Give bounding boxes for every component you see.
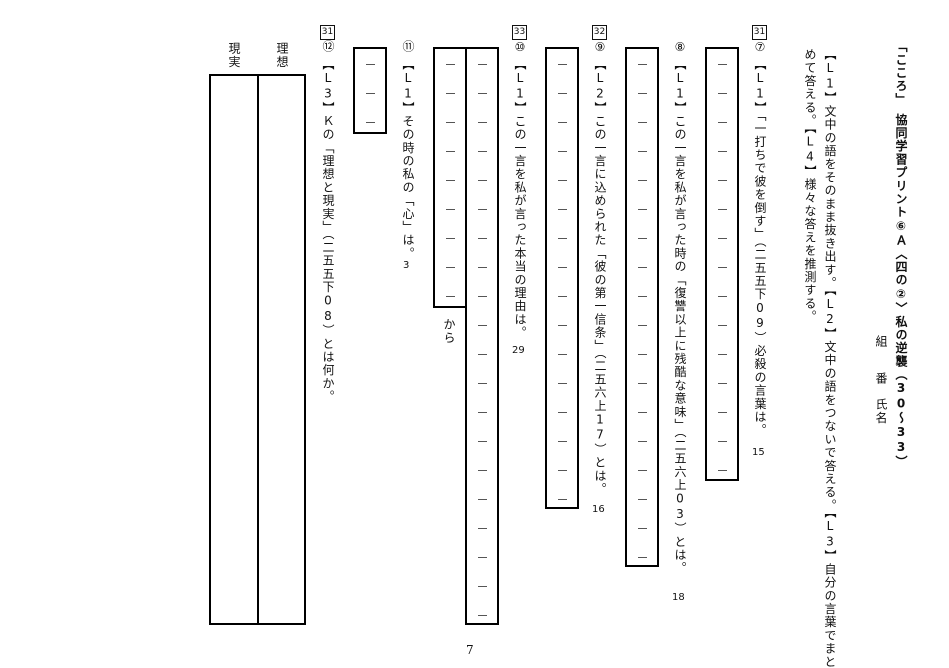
char-count: 18: [672, 592, 685, 603]
reality-label: 現実: [227, 42, 241, 69]
answer-box[interactable]: [465, 47, 499, 625]
section-tag: 31: [752, 25, 767, 40]
section-tag: 31: [320, 25, 335, 40]
char-count: 3: [403, 260, 410, 271]
number-label: 番: [874, 372, 888, 386]
page-title: 「こころ」 協同学習プリント⑥Ａ〈四の②〉私の逆襲（30～33）: [894, 40, 908, 469]
answer-box[interactable]: [705, 47, 739, 481]
question-mark: ⑦: [753, 40, 767, 56]
ideal-label: 理想: [275, 42, 289, 69]
answer-box[interactable]: [625, 47, 659, 567]
char-count: 29: [512, 345, 525, 356]
section-tag: 32: [592, 25, 607, 40]
instructions-line-2: めて答える。【L4】様々な答えを推測する。: [803, 48, 817, 324]
section-tag: 33: [512, 25, 527, 40]
question-text: 【L1】この一言を私が言った本当の理由は。: [513, 58, 527, 340]
instructions-line-1: 【L1】文中の語をそのまま抜き出す。【L2】文中の語をつないで答える。【L3】自…: [823, 48, 837, 668]
answer-box[interactable]: [353, 47, 387, 134]
question-text: 【L1】この一言を私が言った時の「復讐以上に残酷な意味」（二五六上03）とは。: [673, 58, 687, 575]
question-mark: ⑨: [593, 40, 607, 56]
question-text: 【L2】この一言に込められた「彼の第一信条」（二五六上17）とは。: [593, 58, 607, 496]
answer-box[interactable]: [433, 47, 467, 308]
question-text: 【L1】「一打ちで彼を倒す」（二五五下09）必殺の言葉は。: [753, 58, 767, 437]
question-mark: ⑫: [321, 40, 335, 54]
question-mark: ⑧: [673, 40, 687, 56]
answer-suffix: から: [442, 318, 456, 345]
reality-answer-box[interactable]: [209, 74, 259, 625]
page-number: 7: [466, 643, 474, 657]
question-text: 【L1】その時の私の「心」は。: [401, 58, 415, 260]
answer-box[interactable]: [545, 47, 579, 509]
question-mark: ⑪: [401, 40, 415, 54]
name-label: 氏名: [874, 398, 888, 425]
question-text: 【L3】Ｋの「理想と現実」（二五五下08）とは何か。: [321, 58, 335, 404]
ideal-answer-box[interactable]: [257, 74, 306, 625]
class-label: 組: [874, 335, 888, 349]
char-count: 15: [752, 447, 765, 458]
question-mark: ⑩: [513, 40, 527, 56]
char-count: 16: [592, 504, 605, 515]
